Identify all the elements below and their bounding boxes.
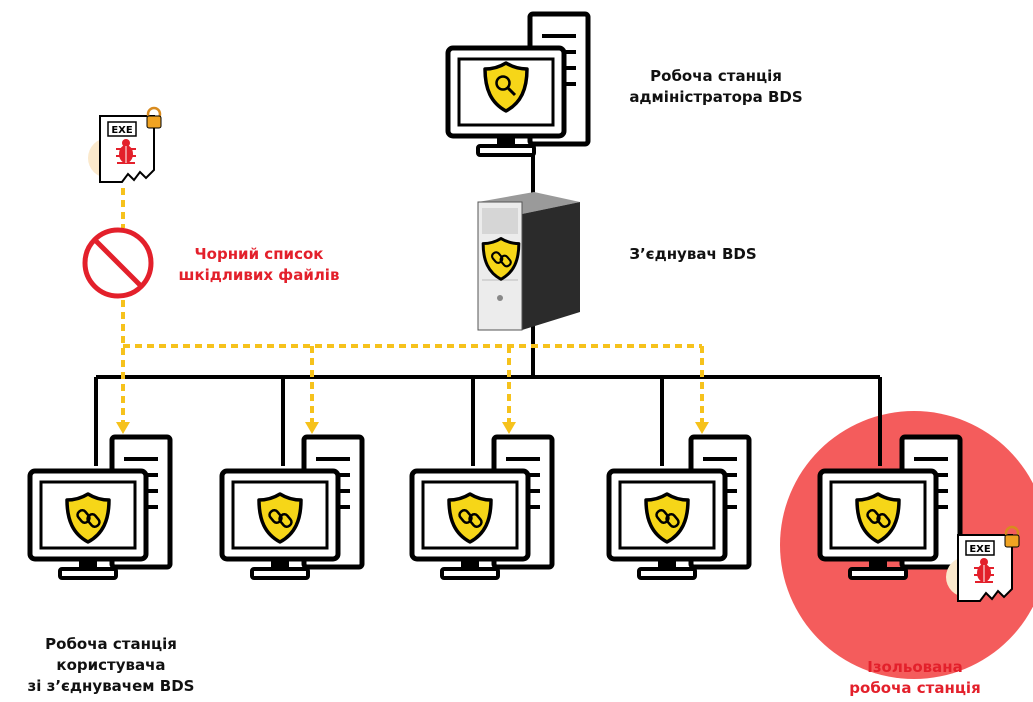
- admin-workstation-label: Робоча станція адміністратора BDS: [611, 66, 821, 108]
- exe-bug-file-icon: EXE: [86, 106, 163, 184]
- exe-badge-label: EXE: [969, 544, 991, 555]
- label-line: З’єднувач BDS: [629, 245, 757, 263]
- exe-bug-file-icon: EXE: [944, 525, 1021, 603]
- prohibited-icon: [82, 227, 154, 299]
- label-line: робоча станція: [849, 679, 981, 697]
- blacklist-distribution: [121, 188, 704, 422]
- label-line: шкідливих файлів: [178, 266, 340, 284]
- label-line: Робоча станція: [650, 67, 782, 85]
- label-line: адміністратора BDS: [629, 88, 803, 106]
- blacklist-arrowheads: [116, 422, 709, 434]
- label-line: користувача: [56, 656, 166, 674]
- label-line: Робоча станція: [45, 635, 177, 653]
- blacklist-label: Чорний список шкідливих файлів: [164, 244, 354, 286]
- label-line: зі з’єднувачем BDS: [27, 677, 195, 695]
- user-workstation-label: Робоча станція користувача зі з’єднуваче…: [6, 634, 216, 697]
- exe-badge-label: EXE: [111, 125, 133, 136]
- label-line: Ізольована: [867, 658, 963, 676]
- isolated-workstation-label: Ізольована робоча станція: [830, 657, 1000, 699]
- label-line: Чорний список: [194, 245, 324, 263]
- network-lines: [94, 140, 882, 466]
- relay-label: З’єднувач BDS: [608, 244, 778, 265]
